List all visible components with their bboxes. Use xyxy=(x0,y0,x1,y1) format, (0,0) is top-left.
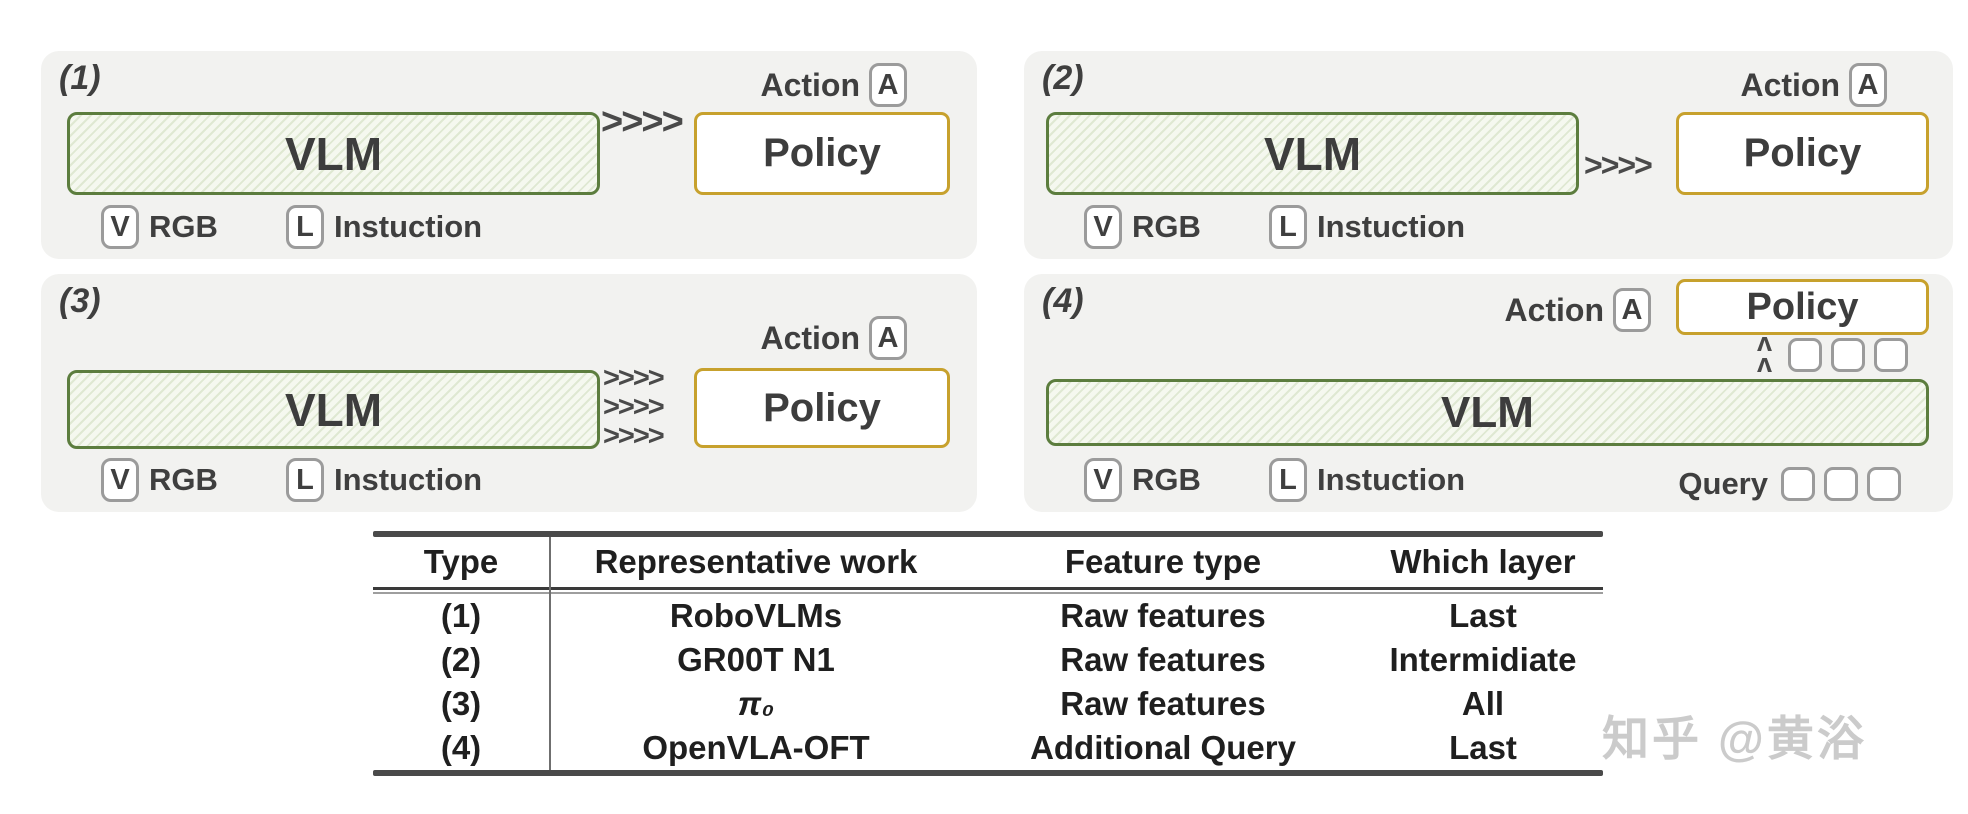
action-row: Action A xyxy=(760,316,907,360)
feature-arrow-icon: >>>> xyxy=(603,420,665,452)
action-token: A xyxy=(1613,288,1651,332)
vision-label: RGB xyxy=(149,462,218,497)
panel-3: (3) Action A VLM >>>> >>>> >>>> Policy V… xyxy=(41,274,977,512)
action-label: Action xyxy=(760,319,860,356)
vlm-box: VLM xyxy=(1046,112,1579,195)
vision-token: V xyxy=(1084,458,1122,502)
header-which-layer: Which layer xyxy=(1390,543,1576,580)
feature-arrow-icon: >>>> xyxy=(603,391,665,423)
action-token: A xyxy=(1849,63,1887,107)
panel-3-label: (3) xyxy=(59,282,101,320)
language-input: L Instuction xyxy=(1269,458,1465,502)
cell-layer: All xyxy=(1461,685,1505,722)
cell-feature: Raw features xyxy=(1060,685,1266,722)
query-square xyxy=(1781,467,1815,501)
vision-input: V RGB xyxy=(1084,458,1201,502)
vision-token: V xyxy=(101,205,139,249)
zhihu-watermark: 知乎 @黄浴 xyxy=(1602,712,1867,765)
language-token: L xyxy=(286,458,324,502)
chevron-up-icon: ʌ ʌ xyxy=(1757,327,1773,379)
action-token: A xyxy=(869,63,907,107)
cell-feature: Raw features xyxy=(1060,597,1266,634)
table-row: (1) RoboVLMs Raw features Last xyxy=(373,594,1603,638)
vision-label: RGB xyxy=(1132,209,1201,244)
feature-arrow-icon: >>>> xyxy=(601,101,684,143)
language-label: Instuction xyxy=(334,209,483,244)
token-square xyxy=(1788,338,1822,372)
feature-arrow-icon: >>>> xyxy=(1584,147,1653,183)
cell-type: (4) xyxy=(440,729,482,766)
vision-token: V xyxy=(1084,205,1122,249)
table-top-rule xyxy=(373,531,1603,537)
summary-table: Type Representative work Feature type Wh… xyxy=(373,531,1603,776)
cell-feature: Raw features xyxy=(1060,641,1266,678)
language-token: L xyxy=(1269,458,1307,502)
policy-box: Policy xyxy=(1676,279,1929,335)
language-label: Instuction xyxy=(334,462,483,497)
cell-feature: Additional Query xyxy=(1030,729,1296,766)
action-label: Action xyxy=(1740,66,1840,103)
language-label: Instuction xyxy=(1317,209,1466,244)
cell-work: π₀ xyxy=(737,685,775,722)
panel-1: (1) VLM >>>> Policy Action A V RGB L Ins… xyxy=(41,51,977,259)
panel-1-label: (1) xyxy=(59,59,101,97)
query-square xyxy=(1824,467,1858,501)
vision-token: V xyxy=(101,458,139,502)
vision-input: V RGB xyxy=(101,458,218,502)
vision-label: RGB xyxy=(1132,462,1201,497)
cell-type: (2) xyxy=(440,641,482,678)
language-label: Instuction xyxy=(1317,462,1466,497)
table-header-row: Type Representative work Feature type Wh… xyxy=(373,537,1603,587)
cell-work: OpenVLA-OFT xyxy=(642,729,870,766)
action-row: Action A xyxy=(760,63,907,107)
header-representative-work: Representative work xyxy=(594,543,918,580)
cell-type: (3) xyxy=(440,685,482,722)
cell-work: GR00T N1 xyxy=(677,641,835,678)
vlm-box: VLM xyxy=(67,112,600,195)
panel-2-label: (2) xyxy=(1042,59,1084,97)
cell-layer: Last xyxy=(1449,729,1517,766)
language-input: L Instuction xyxy=(286,205,482,249)
language-input: L Instuction xyxy=(286,458,482,502)
query-input: Query xyxy=(1678,466,1901,502)
action-row: Action A xyxy=(1740,63,1887,107)
query-label: Query xyxy=(1678,466,1768,501)
table-row: (2) GR00T N1 Raw features Intermidiate xyxy=(373,638,1603,682)
panel-2: (2) VLM >>>> Policy Action A V RGB L Ins… xyxy=(1024,51,1953,259)
cell-layer: Intermidiate xyxy=(1389,641,1577,678)
vlm-box: VLM xyxy=(67,370,600,449)
panel-4-label: (4) xyxy=(1042,282,1084,320)
table-column-divider xyxy=(549,537,551,770)
hidden-token-squares xyxy=(1788,338,1908,372)
table-bottom-rule xyxy=(373,770,1603,776)
action-label: Action xyxy=(1504,291,1604,328)
table-row: (4) OpenVLA-OFT Additional Query Last xyxy=(373,726,1603,770)
query-square xyxy=(1867,467,1901,501)
token-square xyxy=(1874,338,1908,372)
header-type: Type xyxy=(423,543,499,580)
vlm-box: VLM xyxy=(1046,379,1929,446)
language-token: L xyxy=(286,205,324,249)
policy-box: Policy xyxy=(1676,112,1929,195)
table-header-rule xyxy=(373,587,1603,594)
cell-work: RoboVLMs xyxy=(669,597,843,634)
feature-arrow-icon: >>>> xyxy=(603,362,665,394)
panel-4: (4) Action A Policy ʌ ʌ VLM V RGB L Inst… xyxy=(1024,274,1953,512)
action-token: A xyxy=(869,316,907,360)
language-input: L Instuction xyxy=(1269,205,1465,249)
language-token: L xyxy=(1269,205,1307,249)
policy-box: Policy xyxy=(694,368,950,448)
token-square xyxy=(1831,338,1865,372)
vision-input: V RGB xyxy=(101,205,218,249)
table-row: (3) π₀ Raw features All xyxy=(373,682,1603,726)
vision-input: V RGB xyxy=(1084,205,1201,249)
action-row: Action A xyxy=(1504,288,1651,332)
vision-label: RGB xyxy=(149,209,218,244)
header-feature-type: Feature type xyxy=(1064,543,1262,580)
cell-type: (1) xyxy=(440,597,482,634)
action-label: Action xyxy=(760,66,860,103)
cell-layer: Last xyxy=(1449,597,1517,634)
policy-box: Policy xyxy=(694,112,950,195)
